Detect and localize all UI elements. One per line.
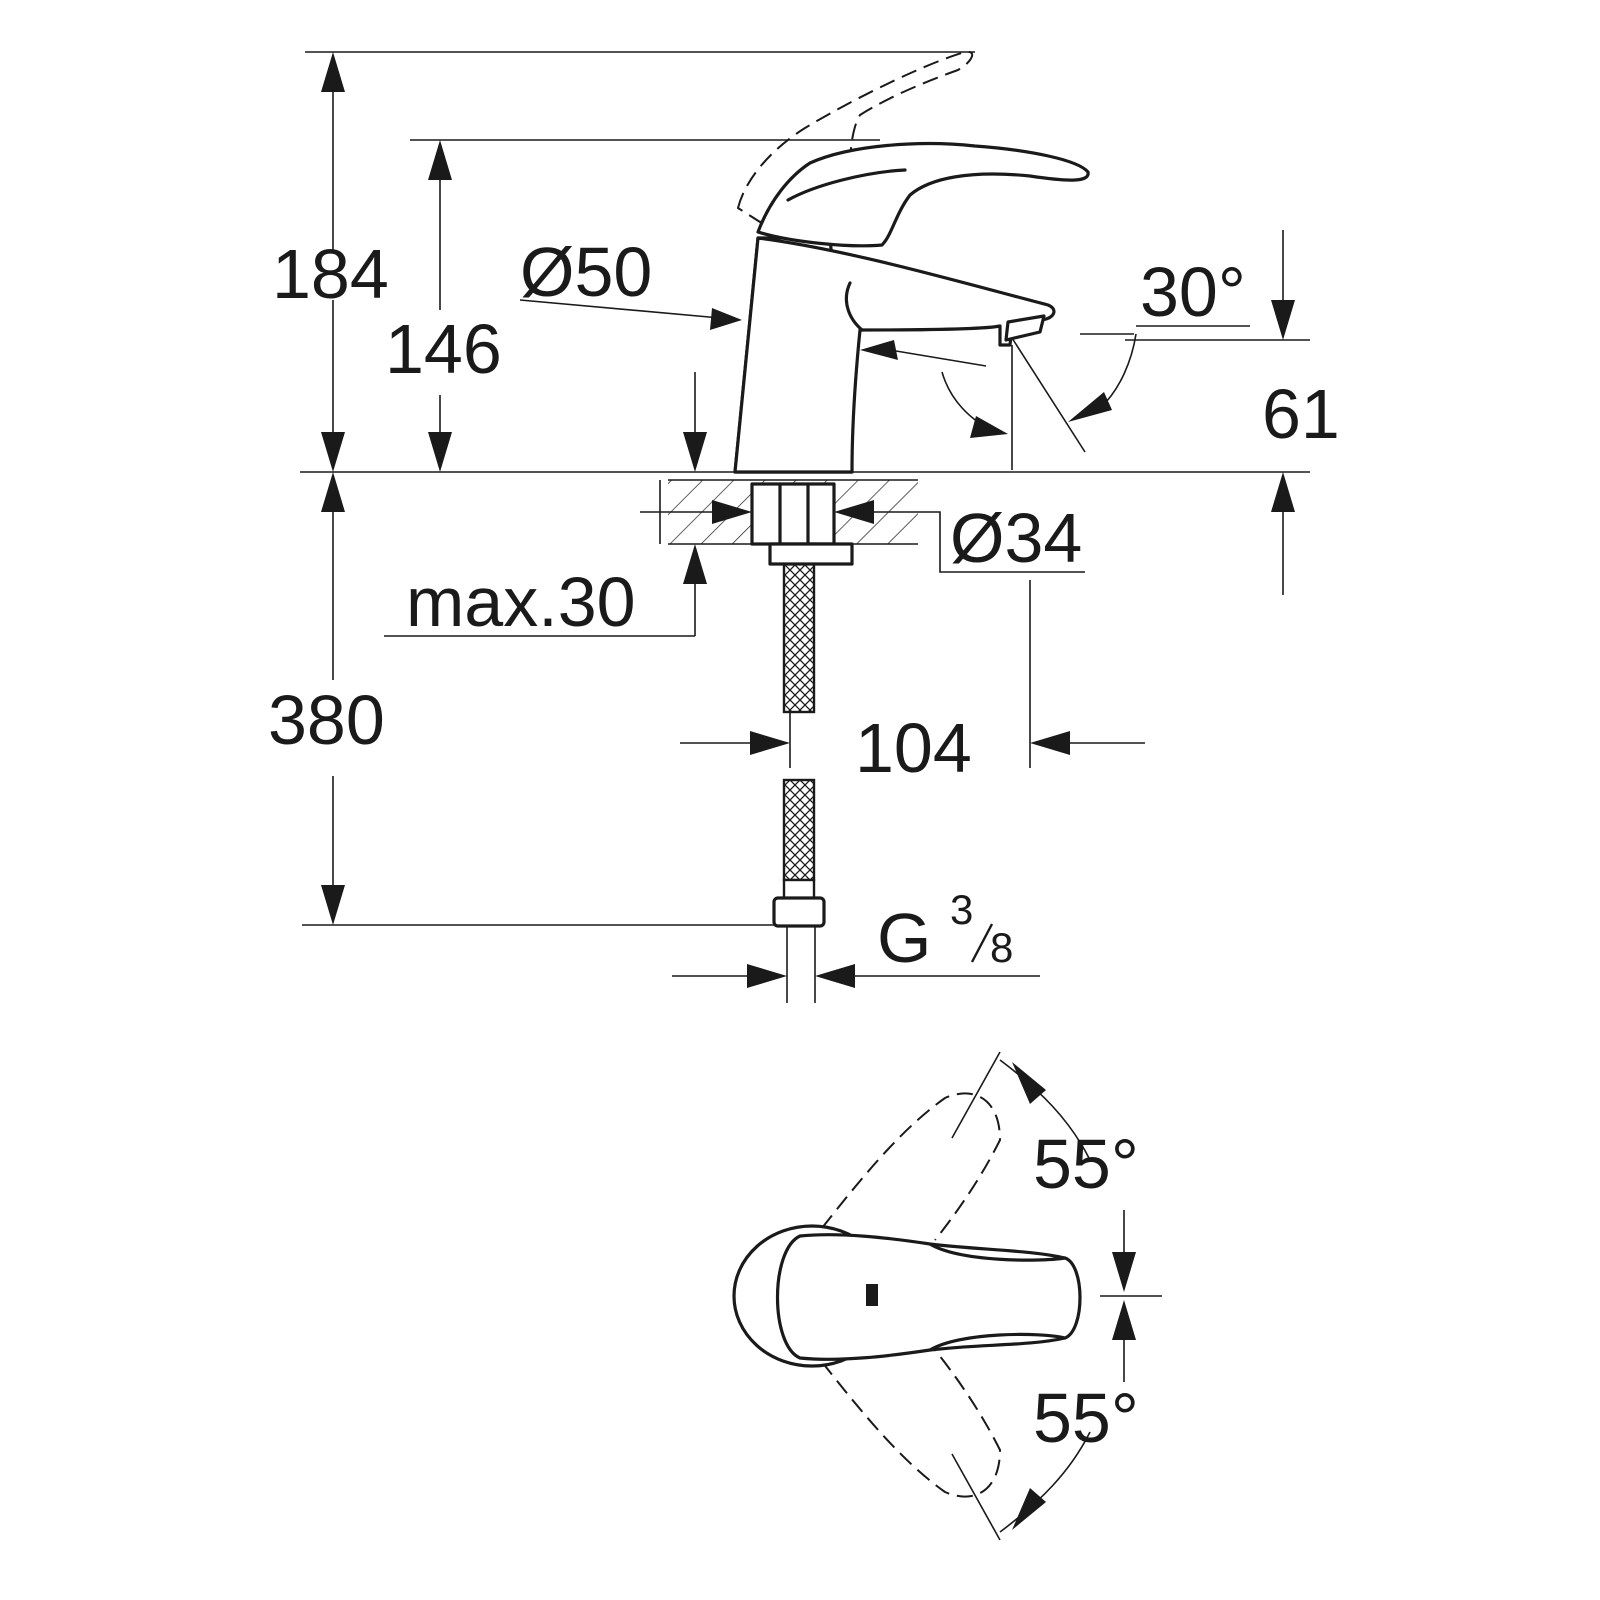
supply-hose-upper	[782, 562, 816, 714]
aerator	[1004, 314, 1046, 342]
angle-55-upper-arc	[999, 1059, 1091, 1161]
temperature-marker	[866, 1284, 878, 1306]
side-elevation	[300, 50, 1310, 1003]
dim-spout-angle: 30°	[1140, 253, 1246, 331]
lever-top	[776, 1233, 1082, 1361]
supply-hose-lower	[782, 778, 816, 882]
dim-max-deck-thickness: max.30	[406, 563, 636, 641]
dim-hole-diameter: Ø34	[950, 499, 1082, 577]
dim-lever-angle-right: 55°	[1033, 1379, 1139, 1457]
dim-spout-clearance: 61	[1262, 375, 1340, 453]
lever-left-ghost	[821, 1092, 1001, 1241]
fixing-nut	[768, 542, 854, 566]
top-view	[732, 1051, 1162, 1541]
dim-hose-length: 380	[268, 681, 385, 759]
thread-fraction-slash	[970, 923, 994, 963]
dim-thread: G	[877, 899, 931, 977]
diameter-50-leader	[519, 299, 721, 319]
spout-inner-curve	[844, 281, 864, 332]
dim-body-diameter: Ø50	[520, 233, 652, 311]
dim-thread-denominator: 8	[990, 924, 1013, 971]
dim-lever-angle-left: 55°	[1033, 1125, 1139, 1203]
faucet-spout	[733, 236, 1056, 474]
dim-projection: 104	[855, 709, 972, 787]
mounting-shank	[750, 482, 836, 546]
dim-thread-numerator: 3	[950, 886, 973, 933]
lever-right-ghost	[821, 1349, 1001, 1498]
dim-spout-height: 146	[385, 310, 502, 388]
dim-overall-height: 184	[272, 235, 389, 313]
dimension-labels: 184 146 Ø50 30° 61 Ø34 max.30 380 104 G …	[268, 233, 1340, 1457]
angle-55-lower-arc	[999, 1431, 1091, 1533]
lever-handle	[756, 141, 1090, 248]
hose-connector-nut	[772, 896, 826, 928]
